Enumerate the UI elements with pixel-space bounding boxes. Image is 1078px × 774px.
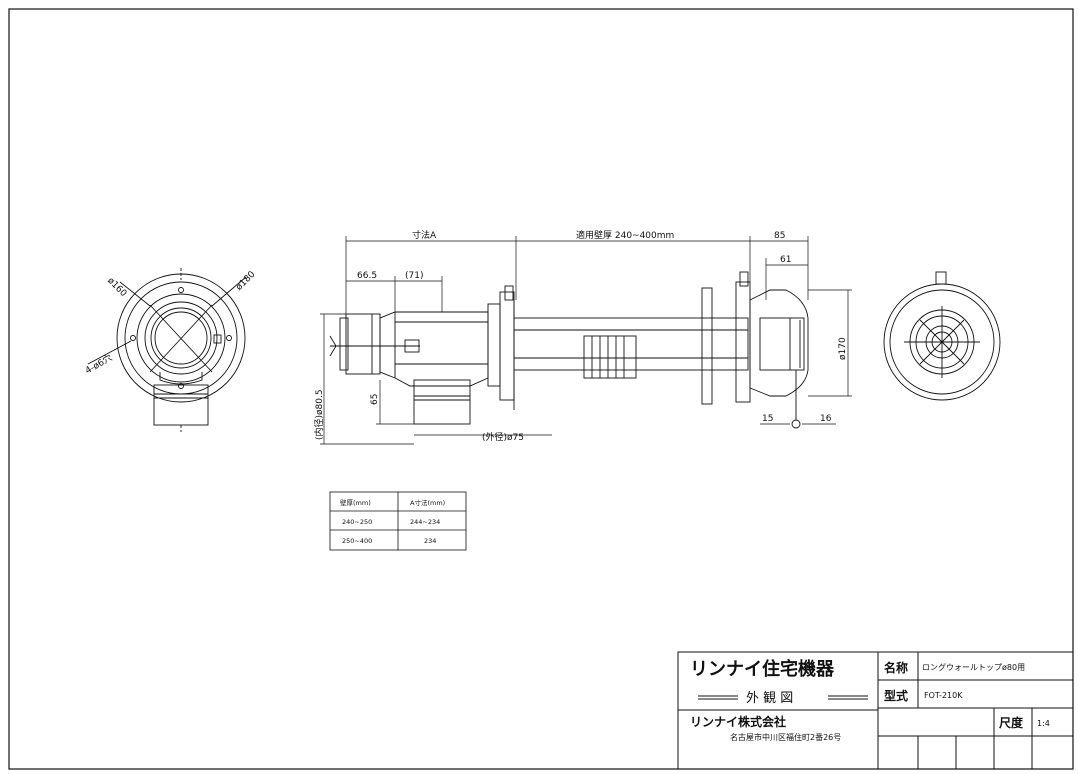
dim-phi180: ø180 [234, 269, 257, 292]
dim-inner-dia: (内径)ø80.5 [313, 389, 325, 440]
dim-phi170: ø170 [838, 337, 848, 360]
dim-65: 65 [370, 394, 380, 405]
table-header-wall: 壁厚(mm) [340, 498, 371, 507]
right-end-view [883, 271, 1001, 401]
title-maker: リンナイ株式会社 [690, 714, 786, 729]
title-company: リンナイ住宅機器 [690, 658, 835, 680]
name-label: 名称 [884, 660, 908, 675]
table-cell-r0c0: 240~250 [342, 518, 372, 526]
side-view [329, 271, 809, 429]
dim-66-5: 66.5 [357, 271, 377, 281]
side-view-dimensions [320, 236, 852, 445]
table-cell-r0c1: 244~234 [410, 518, 440, 526]
table-cell-r1c1: 234 [424, 537, 436, 545]
dim-outer-dia: (外径)ø75 [482, 431, 524, 443]
name-value: ロングウォールトップø80用 [922, 662, 1025, 672]
scale-value: 1:4 [1037, 719, 1050, 728]
dim-61: 61 [780, 255, 791, 265]
dim-a: 寸法A [412, 229, 437, 241]
dim-holes: 4-ø6穴 [83, 352, 114, 377]
table-cell-r1c0: 250~400 [342, 537, 372, 545]
left-end-view [87, 268, 247, 432]
title-drawing-type: 外 観 図 [746, 691, 793, 706]
dim-wall-range: 適用壁厚 240~400mm [576, 229, 674, 241]
dim-85: 85 [774, 231, 785, 241]
model-label: 型式 [884, 688, 908, 703]
title-block [677, 651, 1074, 770]
title-address: 名古屋市中川区福住町2番26号 [730, 732, 841, 742]
dim-phi160: ø160 [105, 276, 128, 299]
table-header-a: A寸法(mm) [410, 498, 445, 507]
sheet-border [8, 8, 1074, 770]
dimension-table [329, 491, 467, 551]
dim-16: 16 [820, 414, 832, 424]
dim-15: 15 [762, 414, 773, 424]
scale-label: 尺度 [999, 715, 1024, 730]
model-value: FOT-210K [924, 691, 963, 700]
dim-71: (71) [405, 271, 423, 281]
